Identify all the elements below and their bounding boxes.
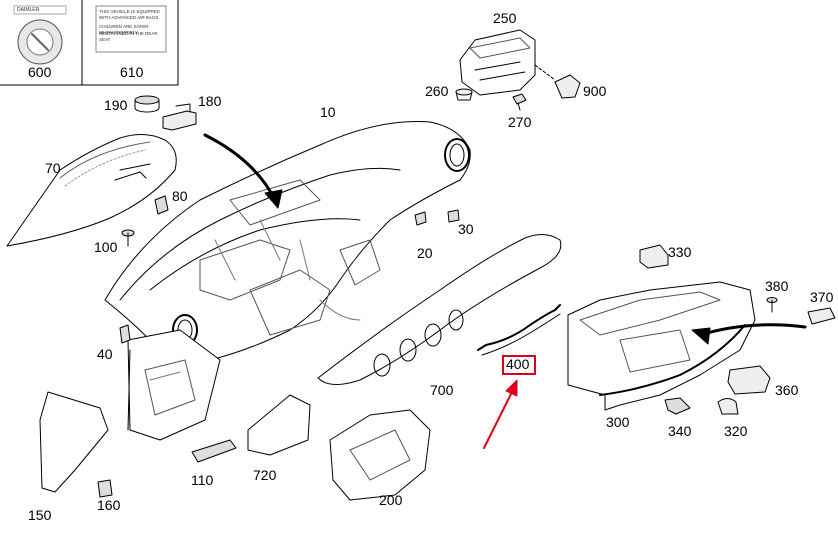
part-100-screw	[121, 229, 135, 247]
label-30: 30	[458, 221, 474, 237]
label-40: 40	[97, 346, 113, 362]
arrow-pointer-2	[698, 323, 807, 337]
part-270-bolt	[512, 93, 527, 111]
label-100: 100	[94, 239, 118, 255]
warning-card-heading: THIS VEHICLE IS EQUIPPED WITH ADVANCED A…	[99, 9, 160, 20]
airbag-sticker-600	[13, 5, 67, 65]
part-70-trim	[6, 134, 177, 247]
label-80: 80	[172, 188, 188, 204]
part-200-cover	[329, 409, 431, 501]
part-250-airbag	[459, 29, 536, 96]
part-720-panel	[247, 394, 311, 456]
part-300-glovebox	[567, 281, 756, 411]
part-260-grommet	[455, 88, 473, 101]
part-80-clip	[154, 195, 169, 215]
label-700: 700	[430, 382, 454, 398]
arrow-head-1	[264, 189, 283, 209]
part-20-clip	[414, 211, 427, 226]
label-150: 150	[28, 507, 52, 523]
warning-card-line1: CHILDREN ARE SAFER WHEN PROPERLY	[99, 24, 149, 35]
part-400-duct-edge	[481, 313, 561, 356]
warning-card-610	[95, 5, 167, 53]
part-360-box	[727, 365, 771, 395]
arrow-head-2	[691, 327, 711, 345]
label-table	[0, 0, 179, 86]
part-380-screw	[766, 297, 778, 313]
part-110-bracket	[191, 439, 237, 463]
label-610: 610	[120, 64, 144, 80]
part-160-clip	[97, 479, 113, 498]
label-900: 900	[583, 83, 607, 99]
warning-card-line2: RESTRAINED IN THE REAR SEAT	[99, 31, 158, 42]
label-180: 180	[198, 93, 222, 109]
part-400-duct	[477, 304, 561, 351]
label-340: 340	[668, 423, 692, 439]
label-380: 380	[765, 278, 789, 294]
label-360: 360	[775, 382, 799, 398]
label-320: 320	[724, 423, 748, 439]
label-20: 20	[417, 245, 433, 261]
label-720: 720	[253, 467, 277, 483]
label-110: 110	[191, 472, 214, 488]
part-340-bolt	[664, 397, 691, 415]
part-900-connector	[534, 64, 581, 99]
label-600: 600	[28, 64, 52, 80]
label-300: 300	[606, 414, 630, 430]
label-250: 250	[493, 10, 517, 26]
label-270: 270	[508, 114, 532, 130]
label-200: 200	[379, 492, 403, 508]
part-180-block	[162, 103, 197, 131]
label-330: 330	[668, 244, 692, 260]
part-320-clip	[717, 398, 739, 415]
part-370-switch	[807, 307, 836, 325]
part-200-inner	[349, 429, 411, 481]
part-40-clip	[119, 324, 131, 344]
label-400: 400	[506, 356, 530, 372]
part-10-dashboard	[104, 121, 471, 441]
red-arrow	[483, 389, 514, 449]
part-190-pad	[134, 95, 160, 113]
part-330-latch	[639, 244, 669, 269]
part-700-trim-strip	[317, 234, 562, 385]
label-190: 190	[104, 97, 128, 113]
label-260: 260	[425, 83, 449, 99]
label-370: 370	[810, 289, 834, 305]
highlight-box-400[interactable]	[502, 355, 536, 375]
label-70: 70	[45, 160, 61, 176]
sticker-brand: DAIMLER	[17, 7, 40, 13]
label-10: 10	[320, 104, 336, 120]
label-160: 160	[97, 497, 121, 513]
part-30-clip	[447, 209, 460, 223]
part-150-side-panel	[39, 391, 109, 493]
red-arrow-head	[505, 379, 518, 397]
